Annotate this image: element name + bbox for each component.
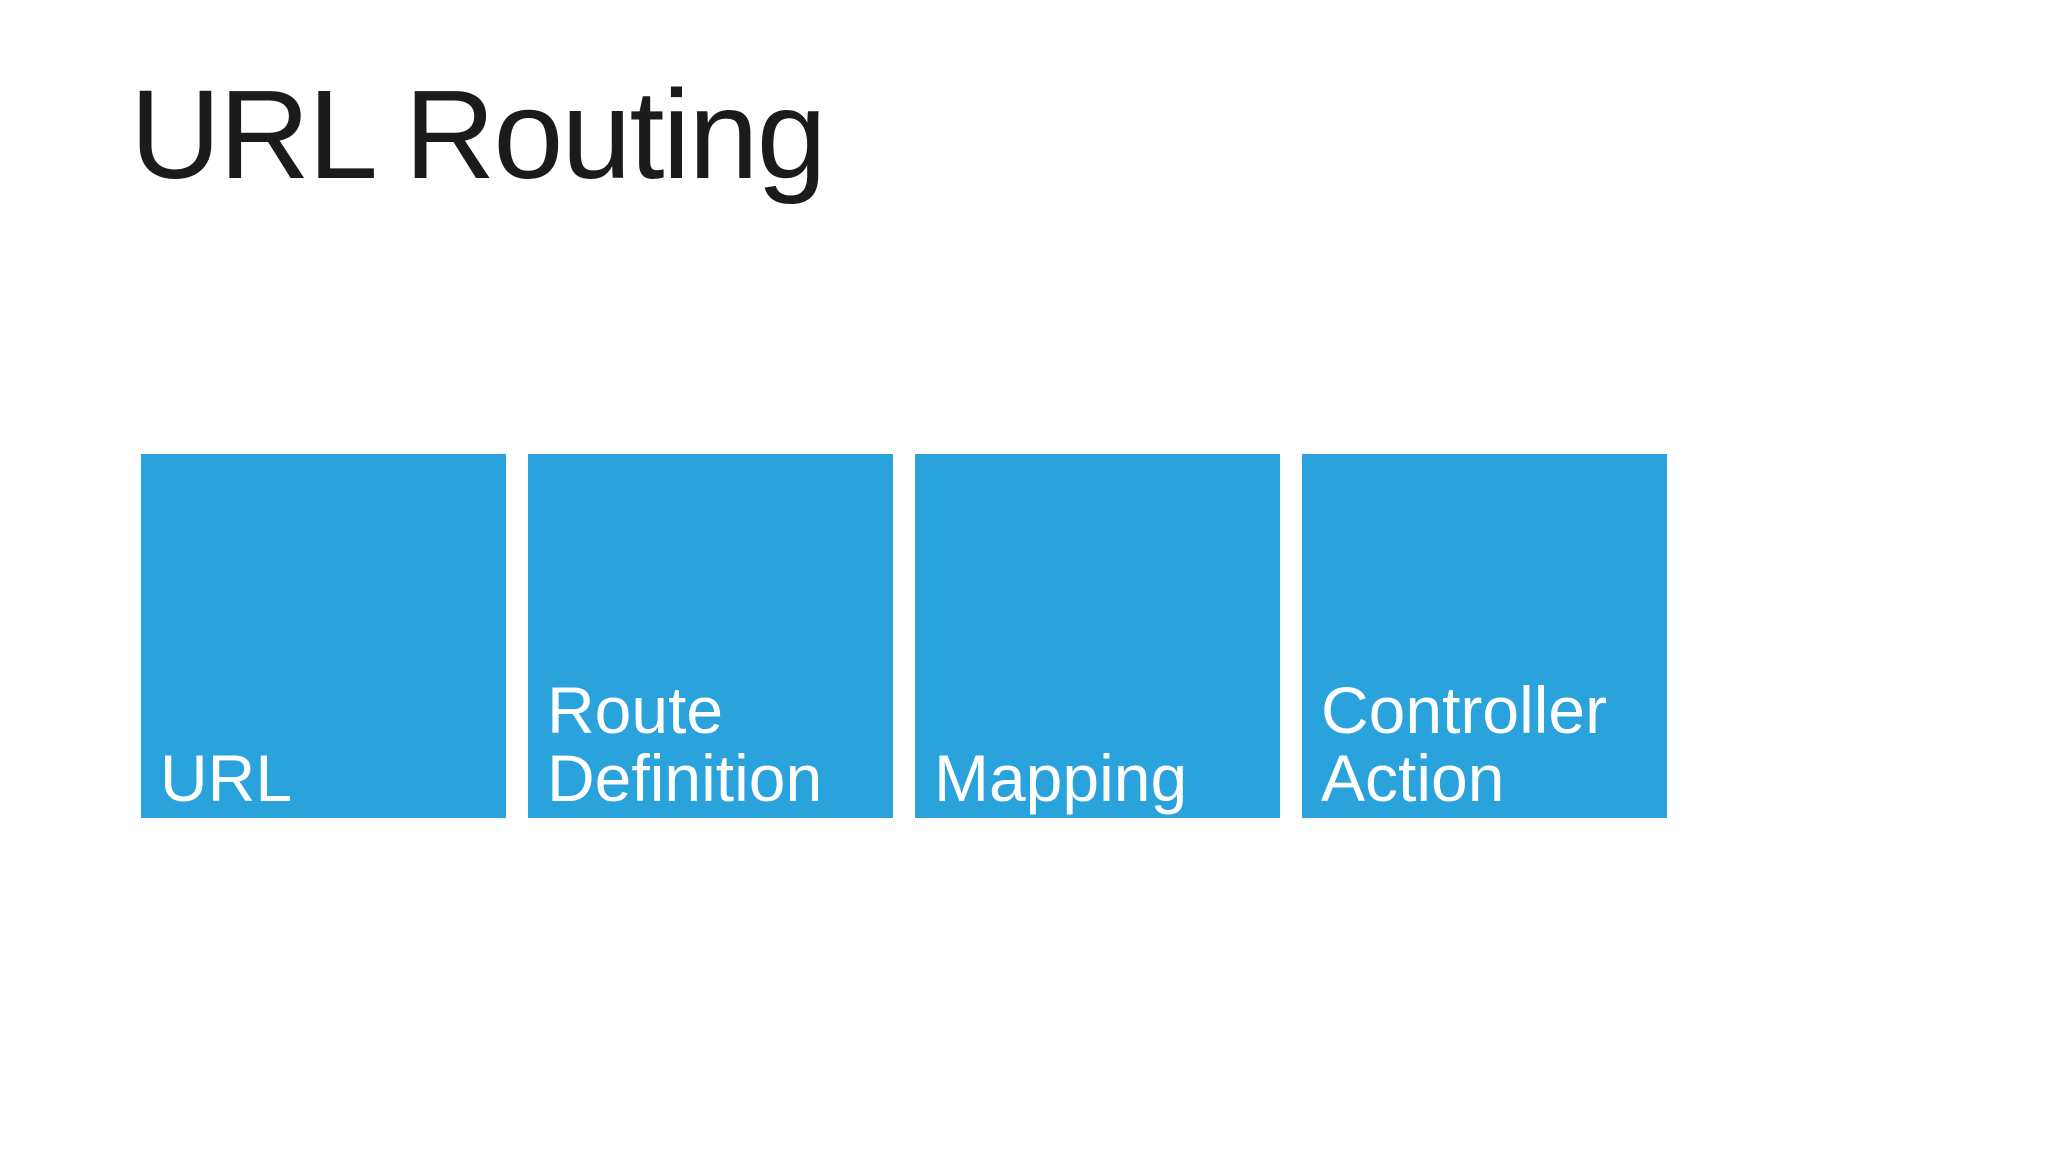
tile-url: URL <box>141 454 506 818</box>
tile-mapping: Mapping <box>915 454 1280 818</box>
tile-label: Mapping <box>934 741 1188 815</box>
tile-label: URL <box>160 741 293 815</box>
slide-title: URL Routing <box>130 64 827 205</box>
